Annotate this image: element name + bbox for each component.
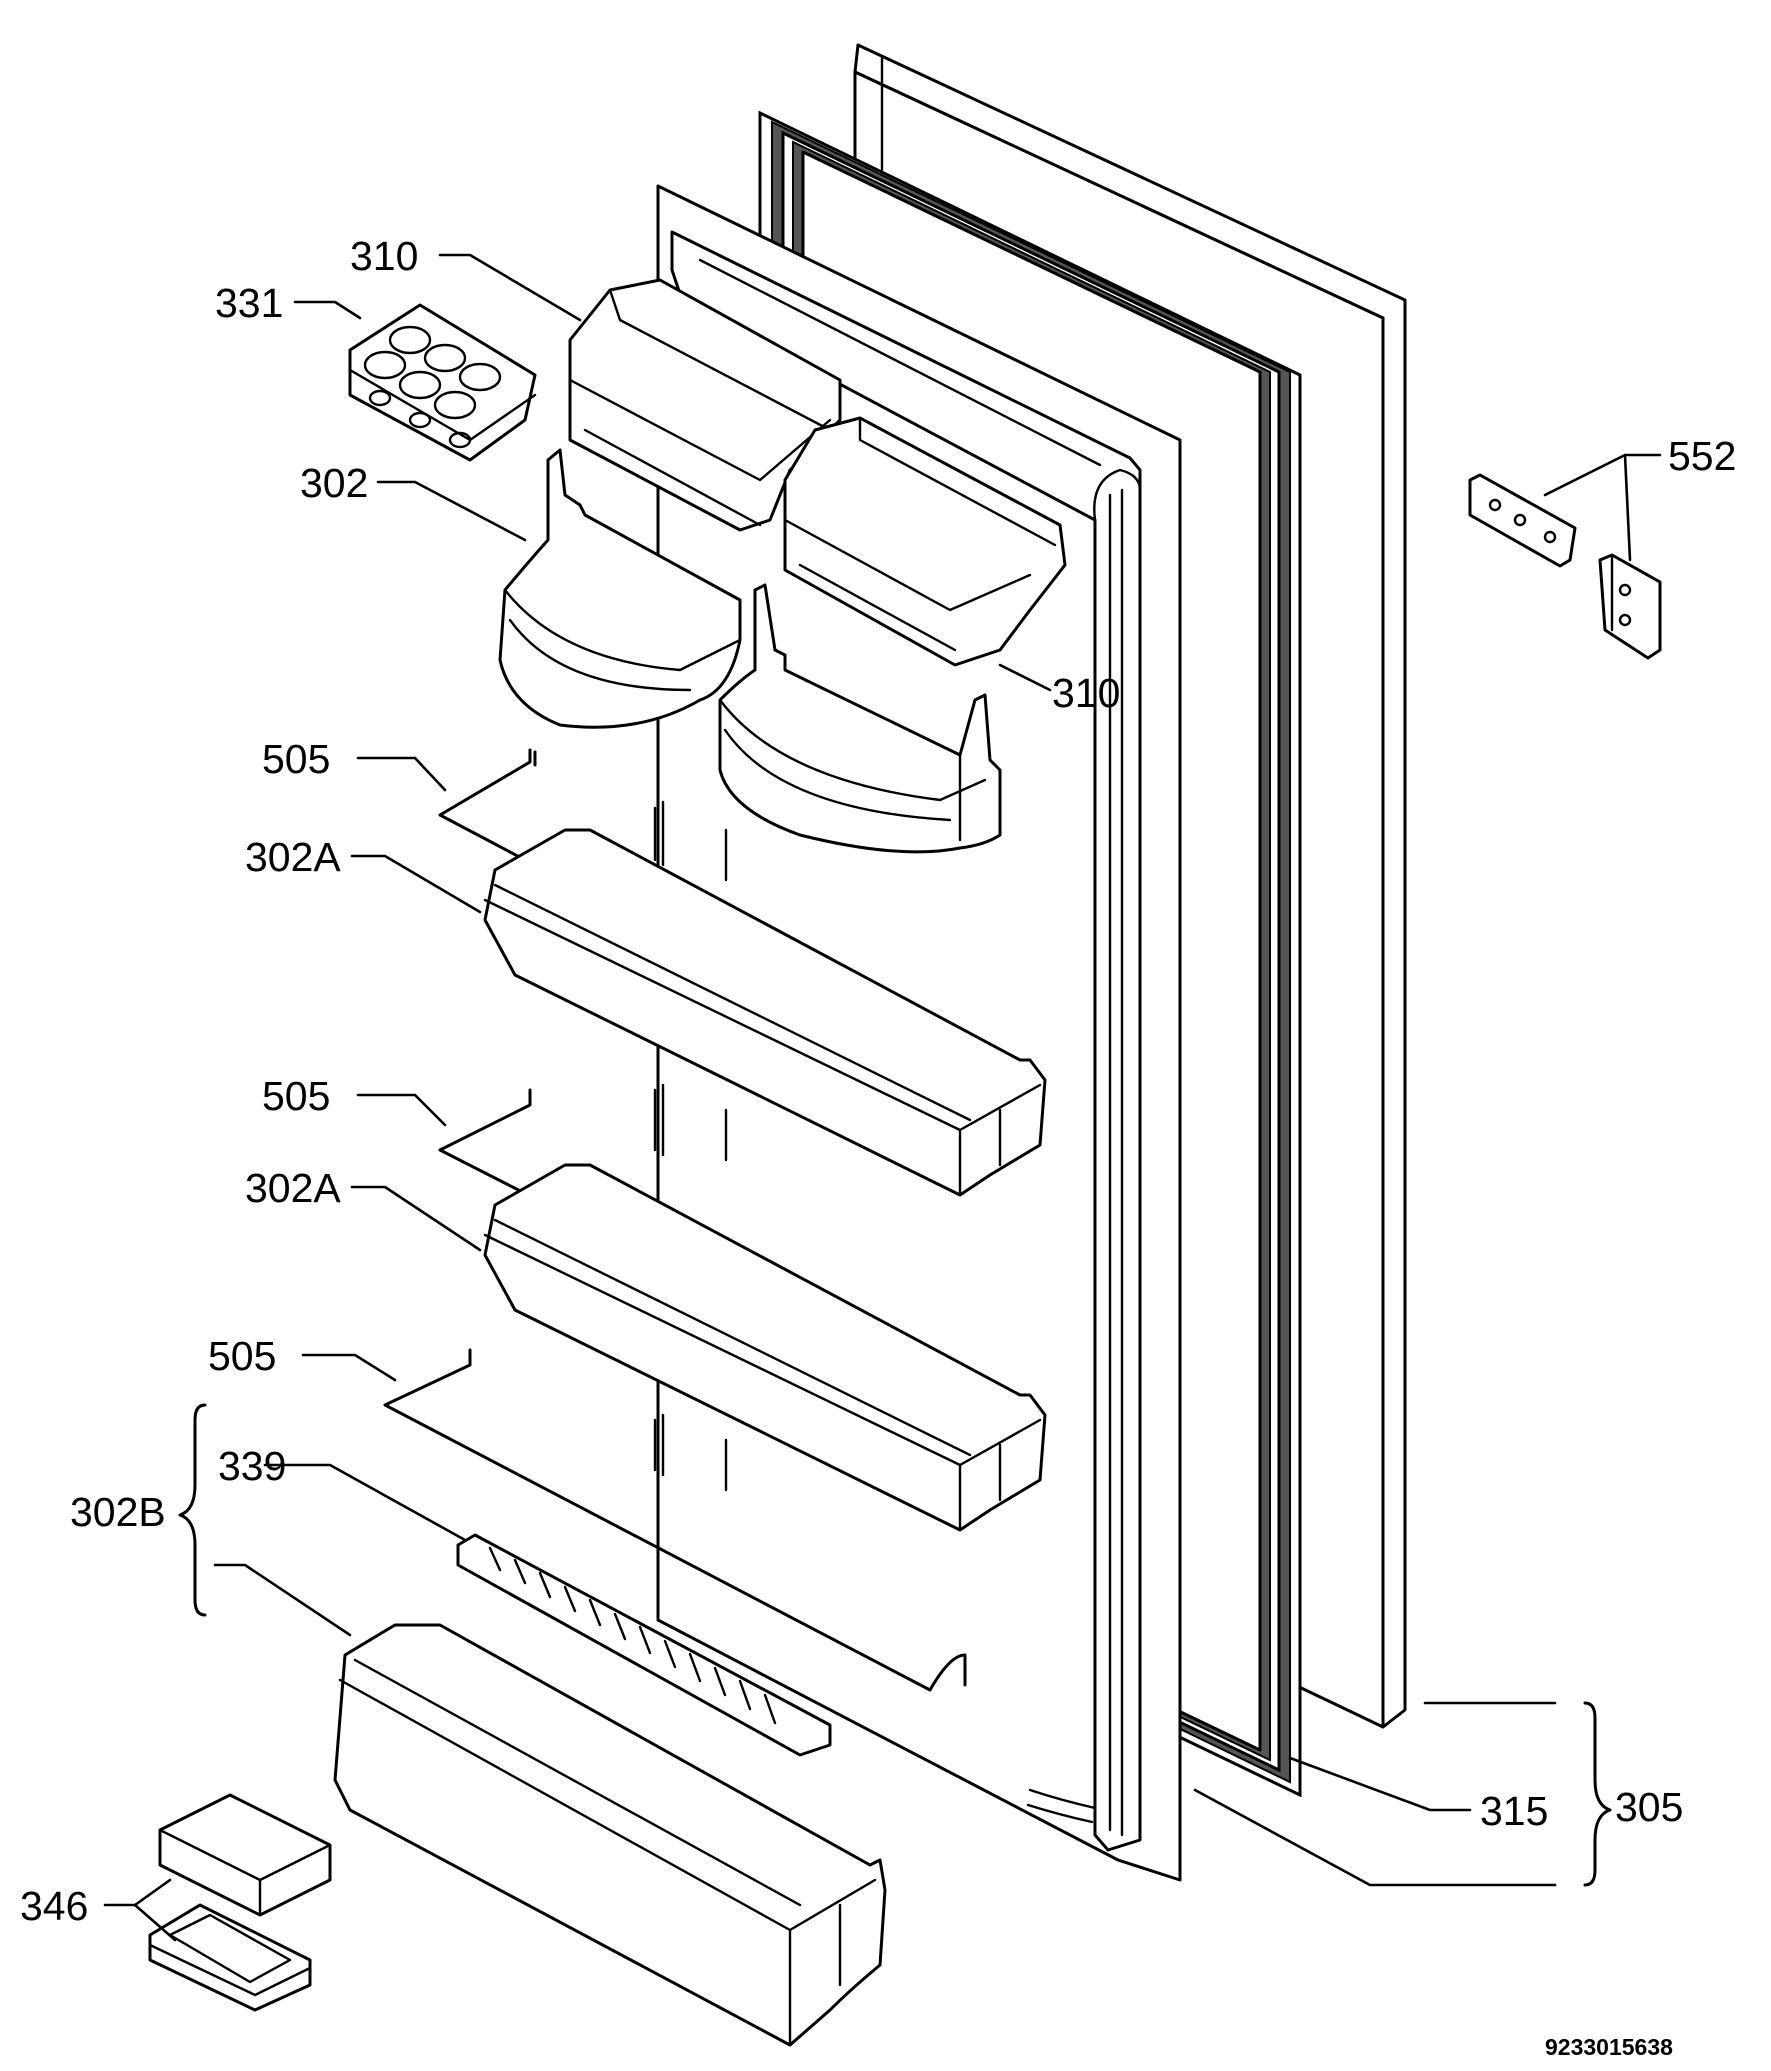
label-302A-b: 302A [245,1165,341,1211]
cheese-box [158,1793,332,1917]
butter-compartment-lower [783,416,1067,667]
label-505-b: 505 [262,1073,330,1119]
brace-302B [178,1403,207,1617]
part-labels: 310 331 302 310 552 505 302A 505 302A 50… [20,233,1736,2060]
small-shelf-right [718,583,1002,854]
egg-tray [348,303,537,462]
label-331: 331 [215,280,283,326]
bottom-door-bin [333,1623,887,2047]
label-302: 302 [300,460,368,506]
door-bin-2 [483,1163,1047,1532]
label-505-c: 505 [208,1333,276,1379]
cheese-box-lid [148,1903,312,2012]
hinge-bracket-1 [1468,473,1577,568]
label-552: 552 [1668,433,1736,479]
hinge-bracket-2 [1598,553,1662,660]
label-302B: 302B [70,1489,166,1535]
small-shelf-left [498,448,742,729]
door-bin-1 [483,828,1047,1197]
label-302A-a: 302A [245,834,341,880]
label-305: 305 [1615,1784,1683,1830]
label-310-mid: 310 [1052,670,1120,716]
label-315: 315 [1480,1788,1548,1834]
brace-305 [1583,1701,1612,1887]
label-346: 346 [20,1883,88,1929]
leader-lines [103,253,1662,1942]
bottle-divider [456,1533,832,1757]
diagram-number: 9233015638 [1545,2034,1673,2060]
label-339: 339 [218,1443,286,1489]
label-310-top: 310 [350,233,418,279]
bottle-wire-bar-3 [383,1348,967,1692]
label-505-a: 505 [262,736,330,782]
